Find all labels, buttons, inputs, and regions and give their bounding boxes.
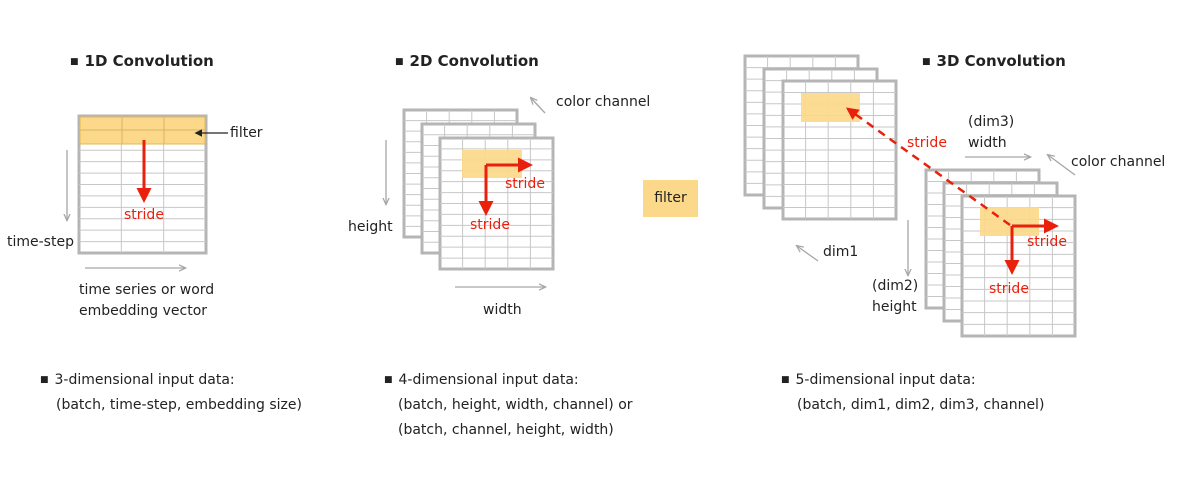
conv3d-title: ■ 3D Convolution — [922, 52, 1066, 71]
bullet-icon: ■ — [40, 375, 49, 385]
conv3d-title-text: 3D Convolution — [936, 52, 1066, 70]
conv3d-lower-filter-box — [980, 207, 1039, 236]
conv2d-stride-right-label: stride — [505, 176, 545, 192]
conv1d-desc-line1: ■3-dimensional input data: — [40, 372, 235, 388]
bullet-icon: ■ — [395, 57, 404, 67]
conv1d-title-text: 1D Convolution — [84, 52, 214, 70]
conv2d-title-text: 2D Convolution — [409, 52, 539, 70]
bullet-icon: ■ — [70, 57, 79, 67]
bullet-icon: ■ — [781, 375, 790, 385]
conv1d-description: ■3-dimensional input data: (batch, time-… — [40, 368, 302, 418]
conv3d-desc-line2: (batch, dim1, dim2, dim3, channel) — [797, 397, 1045, 413]
conv2d-stride-down-label: stride — [470, 217, 510, 233]
conv2d-channel-axis-arrow — [531, 98, 546, 114]
conv3d-dim2-label-line2: height — [872, 299, 917, 315]
conv3d-dim1-axis-arrow — [797, 246, 819, 262]
conv1d-stride-label: stride — [124, 207, 164, 223]
conv1d-horizontal-label-line1: time series or word — [79, 282, 215, 298]
conv3d-dim3-label-line2: width — [968, 135, 1007, 151]
conv2d-height-label: height — [348, 219, 393, 235]
conv2d-description: ■4-dimensional input data: (batch, heigh… — [384, 368, 633, 443]
conv1d-desc-line2: (batch, time-step, embedding size) — [56, 397, 302, 413]
conv3d-desc-line1: ■5-dimensional input data: — [781, 372, 976, 388]
conv3d-stride-down-label: stride — [989, 281, 1029, 297]
conv2d-desc-line3: (batch, channel, height, width) — [398, 422, 614, 438]
conv3d-dim3-label-line1: (dim3) — [968, 114, 1015, 130]
conv3d-channel-axis-arrow — [1048, 155, 1076, 176]
conv3d-stride-diagonal-arrow — [845, 107, 1011, 227]
conv1d-time-step-label: time-step — [7, 234, 74, 250]
conv2d-desc-line2: (batch, height, width, channel) or — [398, 397, 633, 413]
conv2d-color-channel-label: color channel — [556, 94, 651, 110]
filter-legend-box: filter — [643, 180, 698, 217]
conv3d-description: ■5-dimensional input data: (batch, dim1,… — [781, 368, 1044, 418]
conv1d-title: ■ 1D Convolution — [70, 52, 214, 71]
conv3d-stride-right-label: stride — [1027, 234, 1067, 250]
bullet-icon: ■ — [922, 57, 931, 67]
conv3d-stride-diagonal-label: stride — [907, 135, 947, 151]
conv1d-horizontal-label-line2: embedding vector — [79, 303, 208, 319]
conv2d-desc-line1: ■4-dimensional input data: — [384, 372, 579, 388]
bullet-icon: ■ — [384, 375, 393, 385]
conv3d-upper-filter-box — [801, 93, 860, 122]
conv3d-dim2-label-line1: (dim2) — [872, 278, 919, 294]
conv2d-width-label: width — [483, 302, 522, 318]
conv2d-title: ■ 2D Convolution — [395, 52, 539, 71]
conv3d-dim1-label: dim1 — [823, 244, 859, 260]
conv3d-color-channel-label: color channel — [1071, 154, 1166, 170]
conv1d-filter-label: filter — [230, 125, 263, 141]
